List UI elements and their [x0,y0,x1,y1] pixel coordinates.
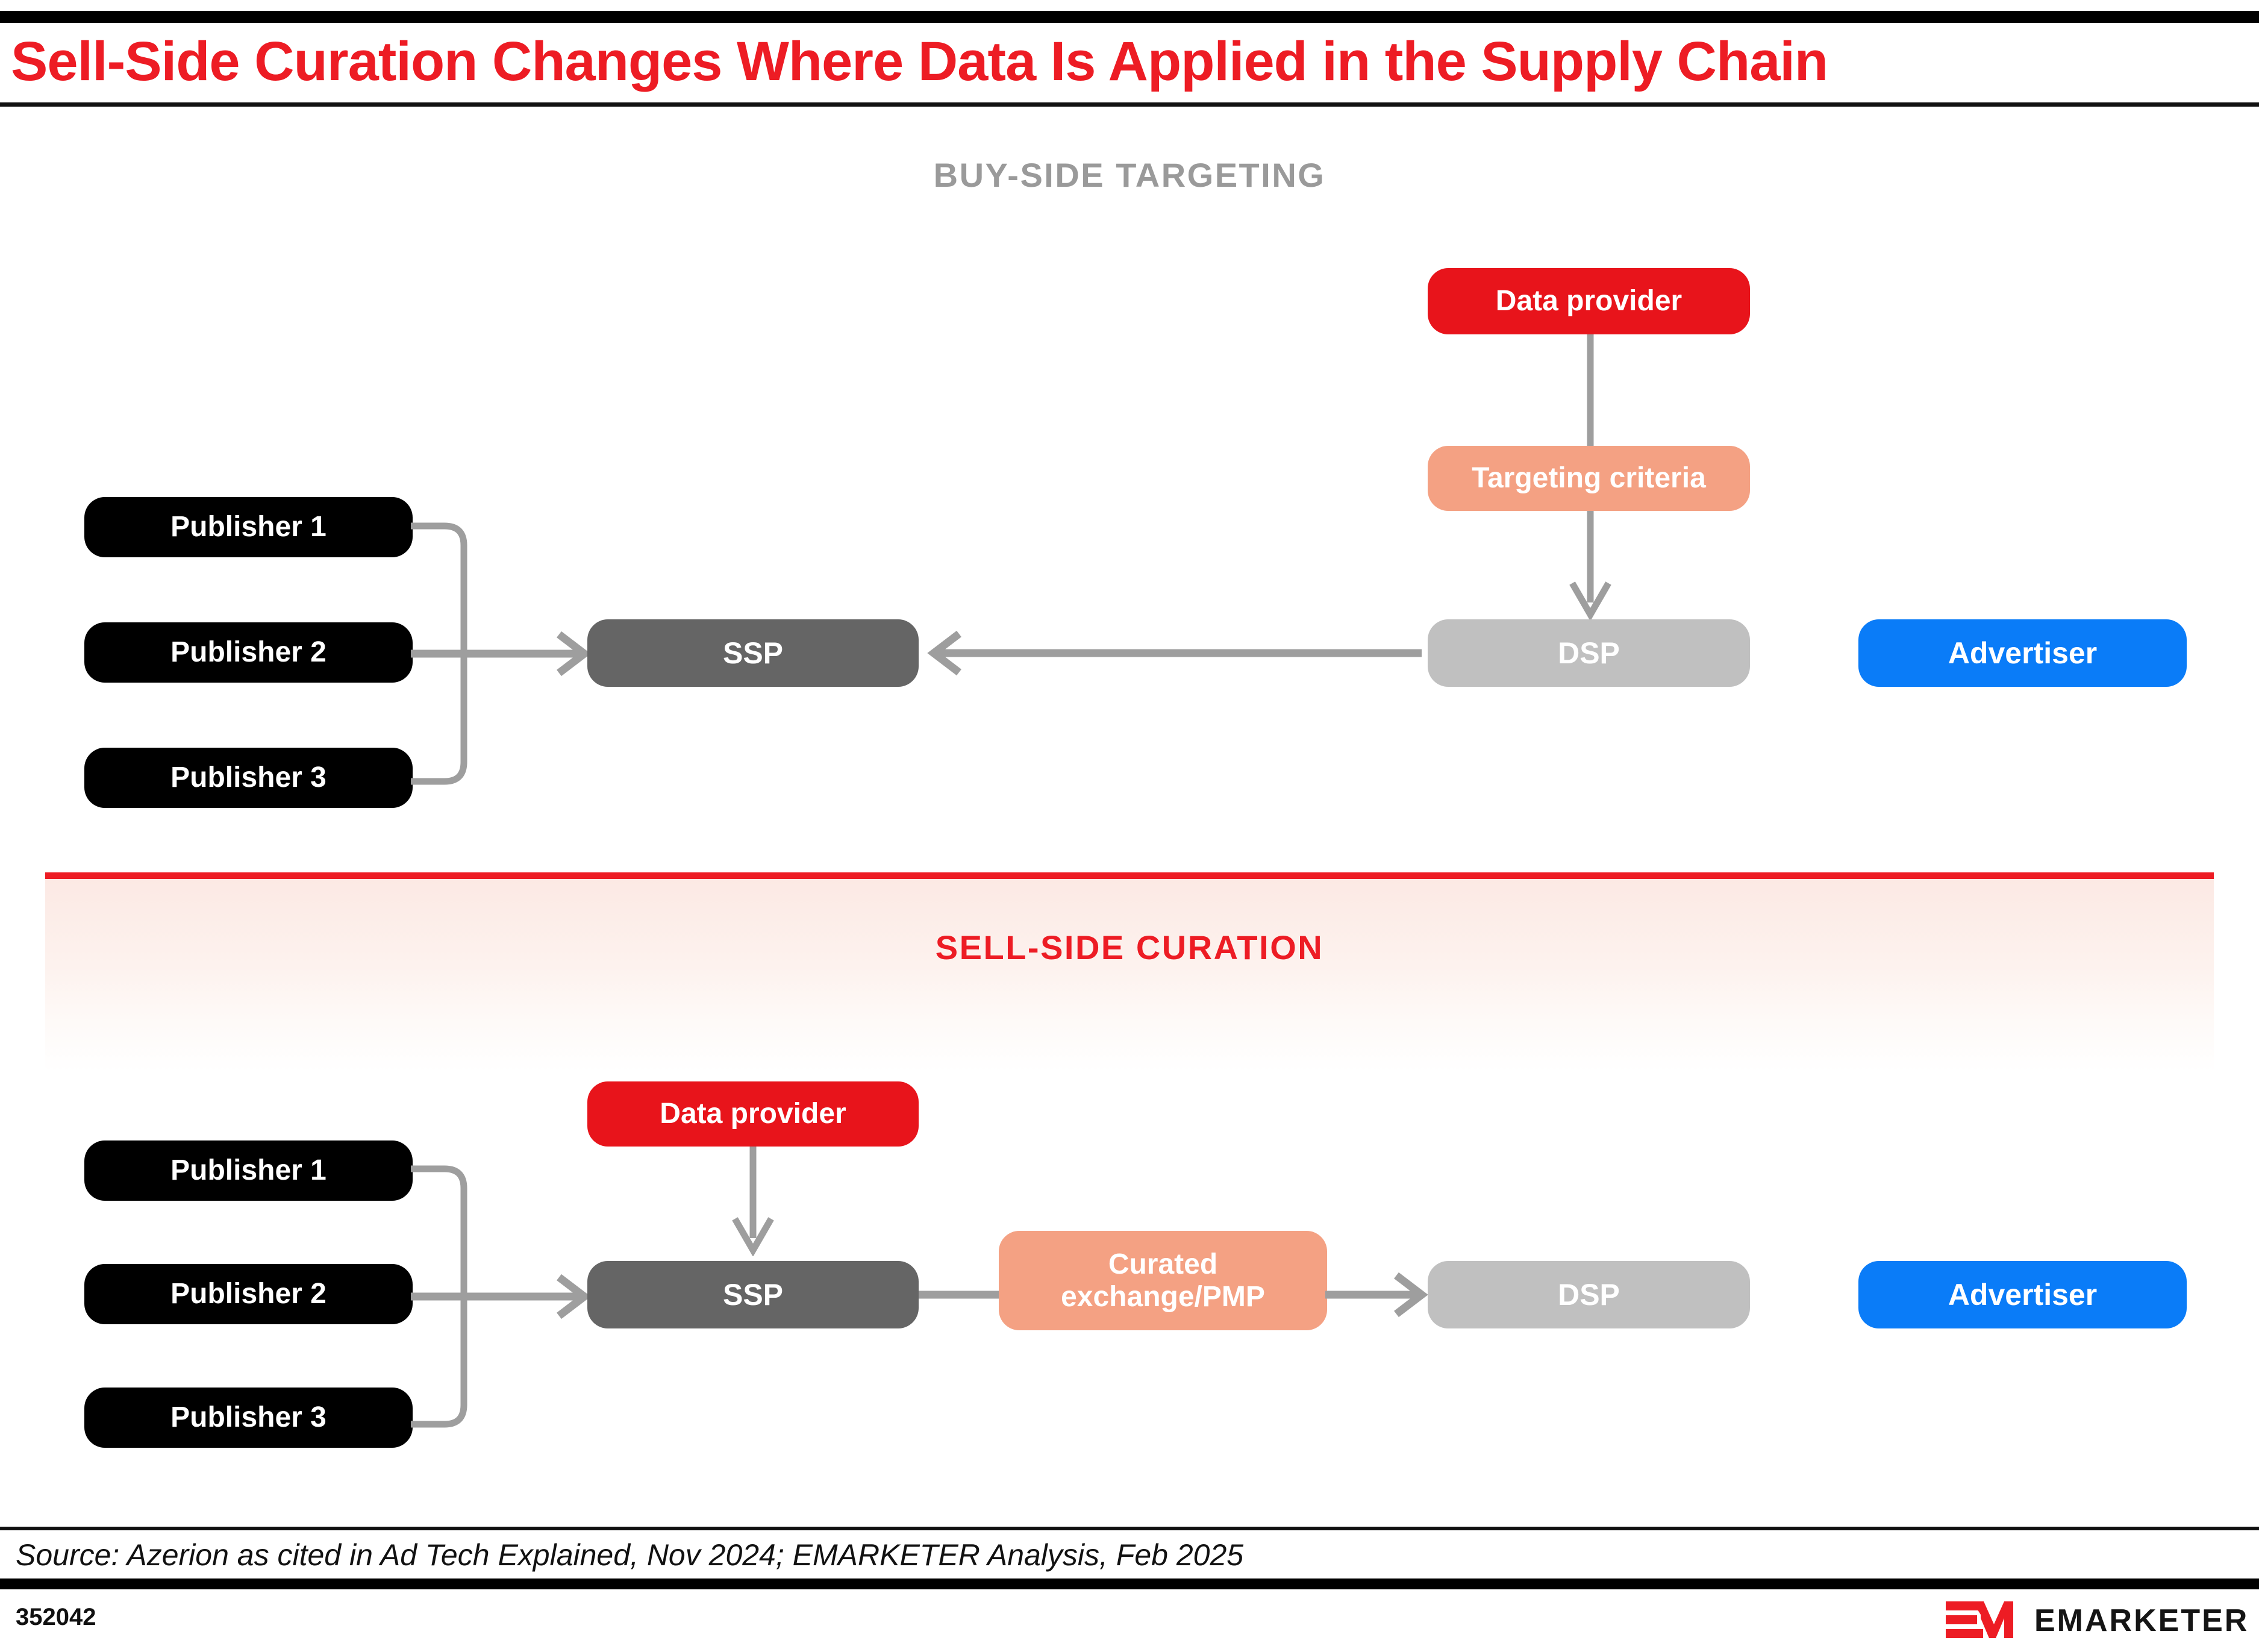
connector-dsp-to-ssp-buy-side [922,619,1428,687]
node-data-provider-buy-side[interactable]: Data provider [1428,268,1750,334]
source-note: Source: Azerion as cited in Ad Tech Expl… [16,1538,1244,1572]
node-curated-exchange-pmp[interactable]: Curated exchange/PMP [999,1231,1327,1330]
title-divider [0,102,2259,107]
connector-ssp-to-curated-exchange [919,1261,1000,1328]
footer-black-bar [0,1578,2259,1589]
node-dsp-sell-side[interactable]: DSP [1428,1261,1750,1328]
node-publisher-3-sell-side[interactable]: Publisher 3 [84,1388,413,1448]
node-advertiser-buy-side[interactable]: Advertiser [1858,619,2187,687]
connector-curated-exchange-to-dsp [1325,1261,1437,1328]
node-ssp-sell-side[interactable]: SSP [587,1261,919,1328]
connector-targeting-criteria-to-dsp [1566,511,1614,621]
emarketer-wordmark: EMARKETER [2034,1603,2249,1638]
node-dsp-buy-side[interactable]: DSP [1428,619,1750,687]
sell-side-divider-rule [45,872,2214,879]
section-heading-sell-side: SELL-SIDE CURATION [935,928,1324,966]
node-publisher-3-buy-side[interactable]: Publisher 3 [84,748,413,808]
sell-side-gradient-band [45,879,2214,1072]
connector-data-provider-to-ssp-sell-side [729,1147,777,1256]
curated-exchange-line-1: Curated [1108,1248,1218,1280]
node-data-provider-sell-side[interactable]: Data provider [587,1081,919,1147]
node-ssp-buy-side[interactable]: SSP [587,619,919,687]
node-publisher-1-sell-side[interactable]: Publisher 1 [84,1140,413,1201]
curated-exchange-line-2: exchange/PMP [1061,1280,1265,1313]
top-black-bar [0,11,2259,23]
node-publisher-1-buy-side[interactable]: Publisher 1 [84,497,413,557]
emarketer-logo: EMARKETER [1946,1597,2247,1645]
connector-publishers-to-ssp-sell-side [404,1158,608,1435]
page-title: Sell-Side Curation Changes Where Data Is… [11,31,1828,92]
connector-data-provider-to-targeting-criteria [1584,334,1596,446]
footer-top-divider [0,1527,2259,1530]
node-advertiser-sell-side[interactable]: Advertiser [1858,1261,2187,1328]
chart-id: 352042 [16,1604,96,1630]
section-heading-buy-side: BUY-SIDE TARGETING [933,156,1326,194]
node-publisher-2-sell-side[interactable]: Publisher 2 [84,1264,413,1324]
node-targeting-criteria[interactable]: Targeting criteria [1428,446,1750,511]
em-mark-icon [1946,1597,2015,1645]
connector-publishers-to-ssp-buy-side [404,515,608,792]
node-publisher-2-buy-side[interactable]: Publisher 2 [84,622,413,683]
